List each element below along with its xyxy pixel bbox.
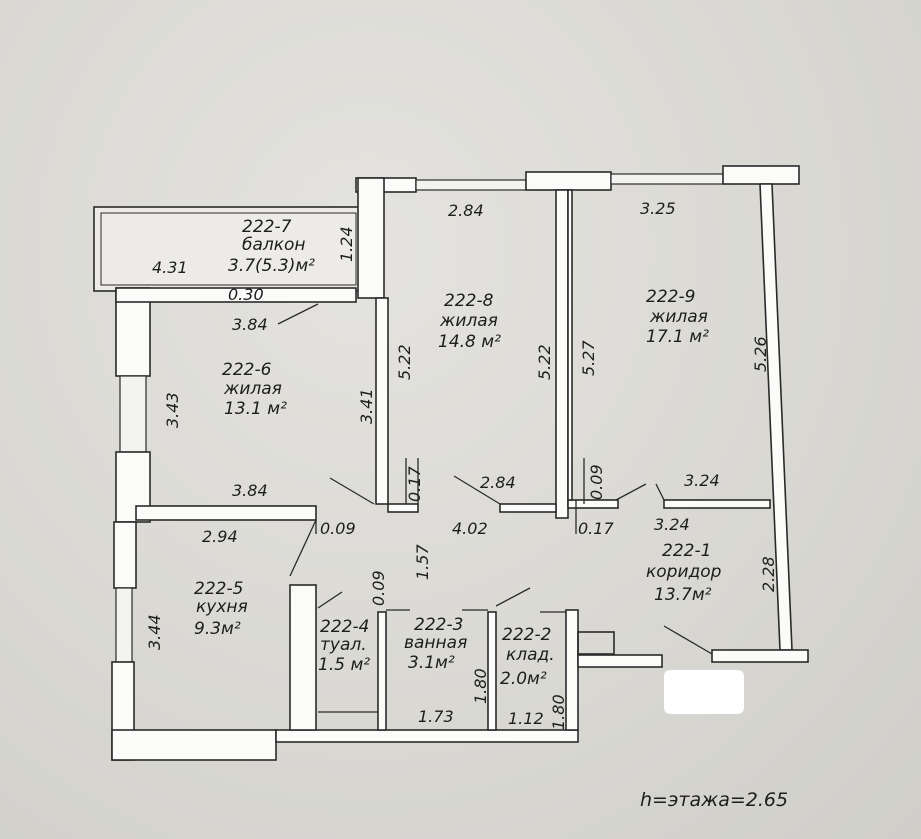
dim-label: 2.84 xyxy=(448,201,484,220)
inner-walls xyxy=(135,189,771,731)
room-area: 3.1м² xyxy=(408,653,455,673)
room-222-4: 222-4 туал. 1.5 м² xyxy=(318,617,370,675)
dim-label: 0.09 xyxy=(320,519,356,538)
room-222-6: 222-6 жилая 13.1 м² xyxy=(222,360,287,419)
room-area: 2.0м² xyxy=(500,669,547,689)
dim-label: 2.84 xyxy=(480,473,516,492)
dim-label: 3.44 xyxy=(145,614,164,650)
dim-label: 1.24 xyxy=(337,226,356,262)
dim-label: 2.94 xyxy=(202,527,238,546)
dim-label: 2.28 xyxy=(759,556,778,592)
room-name: кухня xyxy=(196,597,248,617)
room-id: 222-2 xyxy=(502,625,551,645)
room-name: коридор xyxy=(646,562,722,582)
ceiling-height-note: h=этажа=2.65 xyxy=(640,789,788,811)
dim-label: 0.30 xyxy=(228,285,264,304)
room-222-2: 222-2 клад. 2.0м² xyxy=(500,625,555,689)
room-222-1: 222-1 коридор 13.7м² xyxy=(646,541,722,605)
room-name: клад. xyxy=(506,645,555,665)
room-name: туал. xyxy=(320,635,367,655)
blank-sticker xyxy=(664,670,744,714)
room-id: 222-8 xyxy=(444,291,494,311)
dim-label: 0.17 xyxy=(578,519,614,538)
room-area: 14.8 м² xyxy=(438,332,501,352)
dim-label: 3.25 xyxy=(640,199,676,218)
dim-label: 5.26 xyxy=(751,336,770,372)
balcony-outline xyxy=(93,206,363,292)
dim-label: 1.57 xyxy=(413,544,432,580)
dim-label: 3.24 xyxy=(654,515,690,534)
room-222-9: 222-9 жилая 17.1 м² xyxy=(646,287,709,347)
room-name: балкон xyxy=(242,235,306,255)
room-id: 222-6 xyxy=(222,360,272,380)
room-id: 222-9 xyxy=(646,287,695,307)
room-222-3: 222-3 ванная 3.1м² xyxy=(404,615,467,673)
dim-label: 0.09 xyxy=(587,464,606,500)
room-id: 222-7 xyxy=(242,217,292,237)
dim-label: 1.80 xyxy=(471,668,490,704)
dim-label: 4.02 xyxy=(452,519,488,538)
room-id: 222-3 xyxy=(414,615,463,635)
dim-label: 5.22 xyxy=(535,344,554,380)
room-id: 222-4 xyxy=(320,617,369,637)
dim-label: 3.43 xyxy=(163,392,182,428)
outer-walls xyxy=(111,165,809,761)
room-area: 13.1 м² xyxy=(224,399,287,419)
dim-label: 3.84 xyxy=(232,315,268,334)
dim-label: 4.31 xyxy=(152,258,188,277)
dimension-labels: 4.31 1.24 0.30 3.84 3.43 3.41 3.84 2.84 … xyxy=(145,199,778,730)
dim-label: 1.12 xyxy=(508,709,544,728)
room-name: ванная xyxy=(404,633,467,653)
room-area: 1.5 м² xyxy=(318,655,370,675)
room-area: 3.7(5.3)м² xyxy=(228,256,315,276)
dim-label: 3.41 xyxy=(357,388,376,424)
dim-label: 1.80 xyxy=(549,694,568,730)
room-name: жилая xyxy=(649,307,708,327)
dim-label: 5.22 xyxy=(395,344,414,380)
room-area: 9.3м² xyxy=(194,619,241,639)
dim-label: 0.17 xyxy=(405,466,424,502)
room-area: 13.7м² xyxy=(654,585,712,605)
dim-label: 5.27 xyxy=(579,340,598,376)
room-area: 17.1 м² xyxy=(646,327,709,347)
dim-label: 0.09 xyxy=(369,570,388,606)
leader-lines xyxy=(277,303,713,713)
room-222-7: 222-7 балкон 3.7(5.3)м² xyxy=(228,217,315,276)
room-name: жилая xyxy=(223,379,282,399)
dim-label: 3.24 xyxy=(684,471,720,490)
room-222-5: 222-5 кухня 9.3м² xyxy=(194,579,248,639)
room-222-8: 222-8 жилая 14.8 м² xyxy=(438,291,501,352)
room-id: 222-1 xyxy=(662,541,711,561)
dim-label: 3.84 xyxy=(232,481,268,500)
room-name: жилая xyxy=(439,311,498,331)
room-id: 222-5 xyxy=(194,579,243,599)
dim-label: 1.73 xyxy=(418,707,454,726)
